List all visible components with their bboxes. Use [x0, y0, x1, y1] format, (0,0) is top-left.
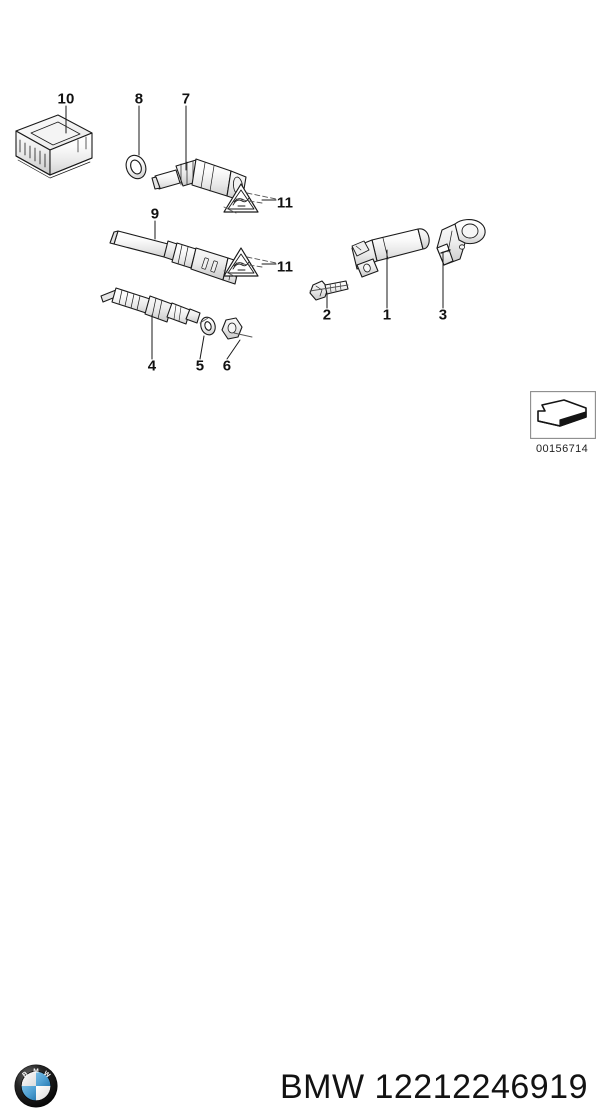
callout-6: 6 [222, 357, 232, 375]
part-10-control-module [15, 114, 93, 179]
part-7-temperature-sensor [151, 158, 247, 202]
footer-bar: B M W BMW 12212246919 [0, 520, 600, 1108]
callout-5: 5 [195, 357, 205, 375]
figure-code-text: 00156714 [536, 443, 589, 455]
callout-2: 2 [322, 306, 332, 324]
callout-10: 10 [57, 90, 75, 108]
part-9-temperature-sensor [109, 230, 241, 285]
part-6-hex-nut [221, 317, 243, 340]
callout-7: 7 [181, 90, 191, 108]
arrow-pointer-icon [537, 399, 587, 427]
part-8-o-ring [125, 154, 147, 180]
part-5-washer [200, 316, 216, 336]
part-2-hex-bolt [309, 280, 349, 301]
callout-3: 3 [438, 306, 448, 324]
parts-diagram: 10 8 7 11 9 11 2 1 3 4 5 6 00156714 [0, 90, 600, 1108]
leader-lines [65, 105, 444, 360]
callout-11-upper: 11 [276, 194, 294, 212]
callout-9: 9 [150, 205, 160, 223]
figure-reference-box [530, 391, 596, 439]
callout-4: 4 [147, 357, 157, 375]
callout-11-lower: 11 [276, 258, 294, 276]
part-number-label: BMW 12212246919 [279, 1068, 588, 1106]
part-1-pulse-sensor [351, 228, 430, 278]
callout-8: 8 [134, 90, 144, 108]
part-3-sensor-bracket [436, 219, 486, 266]
svg-text:M: M [33, 1068, 39, 1075]
bmw-roundel-logo: B M W [14, 1064, 58, 1108]
part-4-glow-plug [100, 287, 201, 325]
callout-1: 1 [382, 306, 392, 324]
diagram-illustration [15, 105, 486, 360]
